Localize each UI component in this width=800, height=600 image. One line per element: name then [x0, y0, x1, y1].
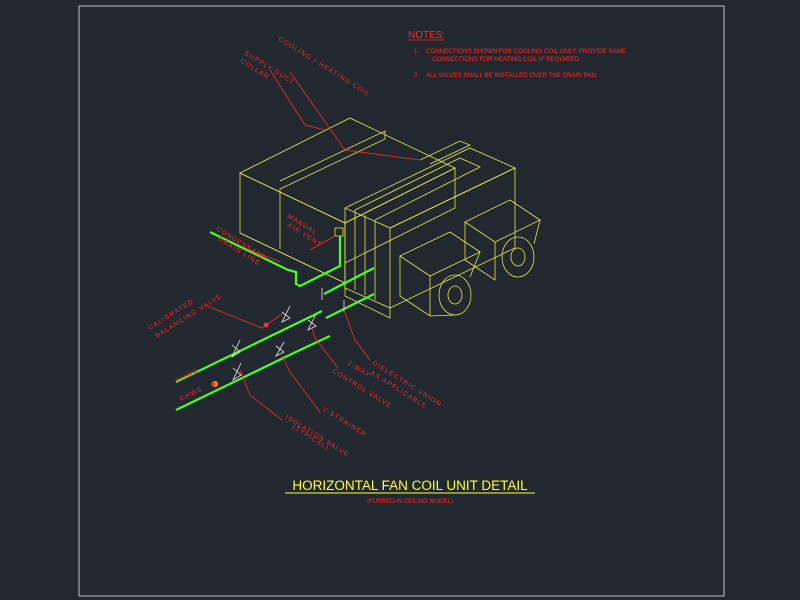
drawing-subtitle: (FURRED-IN CEILING MODEL)	[367, 499, 453, 505]
condensate-drain-line	[209, 231, 342, 288]
callout-labels: SUPPLY DUCT COLLAR COOLING / HEATING COI…	[147, 36, 443, 459]
title-block: HORIZONTAL FAN COIL UNIT DETAIL (FURRED-…	[285, 478, 535, 505]
leader-isolation	[239, 369, 283, 421]
fan-inlet-1	[399, 231, 481, 317]
note-1-number: 1-	[414, 48, 420, 55]
label-chwr: CHWR	[175, 368, 201, 385]
leader-coil	[289, 71, 421, 161]
chws-riser	[325, 293, 375, 319]
leader-lines	[206, 69, 421, 421]
notes-heading: NOTES:	[408, 30, 445, 41]
note-1-line-2: CONNECTIONS FOR HEATING COIL IF REQUIRED…	[432, 56, 581, 63]
coil-top-fin	[354, 157, 481, 221]
coil-section-front	[344, 147, 516, 229]
balancing-valve	[281, 305, 291, 323]
label-coil: COOLING / HEATING COIL	[277, 36, 372, 99]
casing-bottom	[239, 232, 391, 319]
chws-connection-marker	[211, 382, 215, 386]
drawing-title: HORIZONTAL FAN COIL UNIT DETAIL	[292, 478, 528, 493]
label-chws: CHWS	[179, 386, 204, 403]
notes-block: NOTES: 1- CONNECTIONS SHOWN FOR COOLING …	[408, 30, 626, 79]
coil-section-base	[344, 208, 391, 309]
chws-pipe	[175, 335, 331, 411]
valves	[231, 288, 345, 382]
leader-control-valve	[311, 327, 339, 369]
note-1-line-1: CONNECTIONS SHOWN FOR COOLING COIL ONLY.…	[426, 48, 626, 55]
isolation-valve-supply	[232, 362, 242, 382]
coil-section-side	[389, 167, 516, 309]
y-strainer	[274, 341, 285, 357]
leader-supply-duct	[269, 69, 326, 131]
leader-balancing-valve	[206, 305, 283, 329]
chwr-pipe	[175, 310, 323, 383]
manual-air-vent-fitting	[334, 227, 344, 237]
leader-condensate	[244, 247, 281, 263]
note-2-line-1: ALL VALVES SHALL BE INSTALLED OVER THE D…	[426, 72, 598, 79]
note-2-number: 2-	[414, 72, 420, 79]
leader-ystrainer	[281, 355, 321, 413]
label-y-strainer: Y-STRAINER	[321, 406, 368, 439]
isolation-valve-return	[231, 339, 241, 359]
drawing-frame	[78, 5, 725, 597]
piping	[175, 231, 375, 411]
fan-inlet-2	[464, 199, 541, 281]
coil-inner-fin	[419, 140, 471, 165]
chwr-riser	[323, 267, 375, 295]
leader-dielectric	[343, 309, 371, 361]
fan-coil-unit	[239, 117, 541, 319]
supply-duct-collar	[279, 130, 386, 249]
leader-air-vent	[309, 235, 336, 251]
